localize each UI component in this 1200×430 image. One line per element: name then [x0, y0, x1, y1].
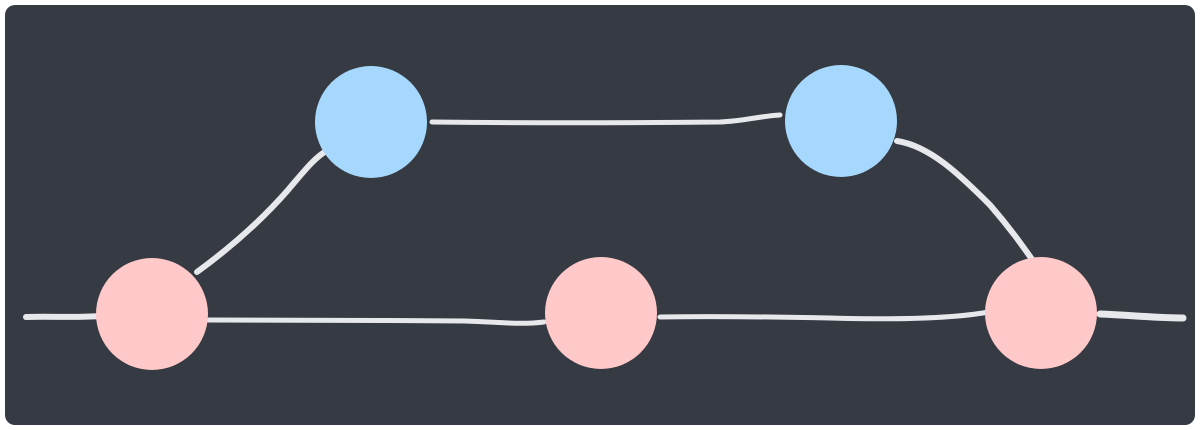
main-commit-node-2[interactable] — [545, 257, 657, 369]
edge-main-commit-2-to-main-commit-3 — [657, 308, 997, 322]
main-commit-node-1[interactable] — [96, 258, 208, 370]
merge-commit-node[interactable] — [985, 257, 1097, 369]
edge-main-commit-1-to-main-commit-2 — [205, 317, 547, 326]
branch-commit-node-1[interactable] — [315, 66, 427, 178]
nodes — [96, 65, 1097, 370]
edge-main-commit-3-to-end — [1096, 310, 1187, 322]
edge-branch-commit-1-to-branch-commit-2 — [429, 112, 783, 126]
edges — [23, 112, 1187, 326]
edge-start-to-main-commit-1 — [23, 313, 103, 320]
edge-main-commit-1-to-branch-commit-1 — [194, 147, 331, 275]
edge-branch-commit-2-to-main-commit-3 — [894, 138, 1039, 268]
branch-commit-node-2[interactable] — [785, 65, 897, 177]
